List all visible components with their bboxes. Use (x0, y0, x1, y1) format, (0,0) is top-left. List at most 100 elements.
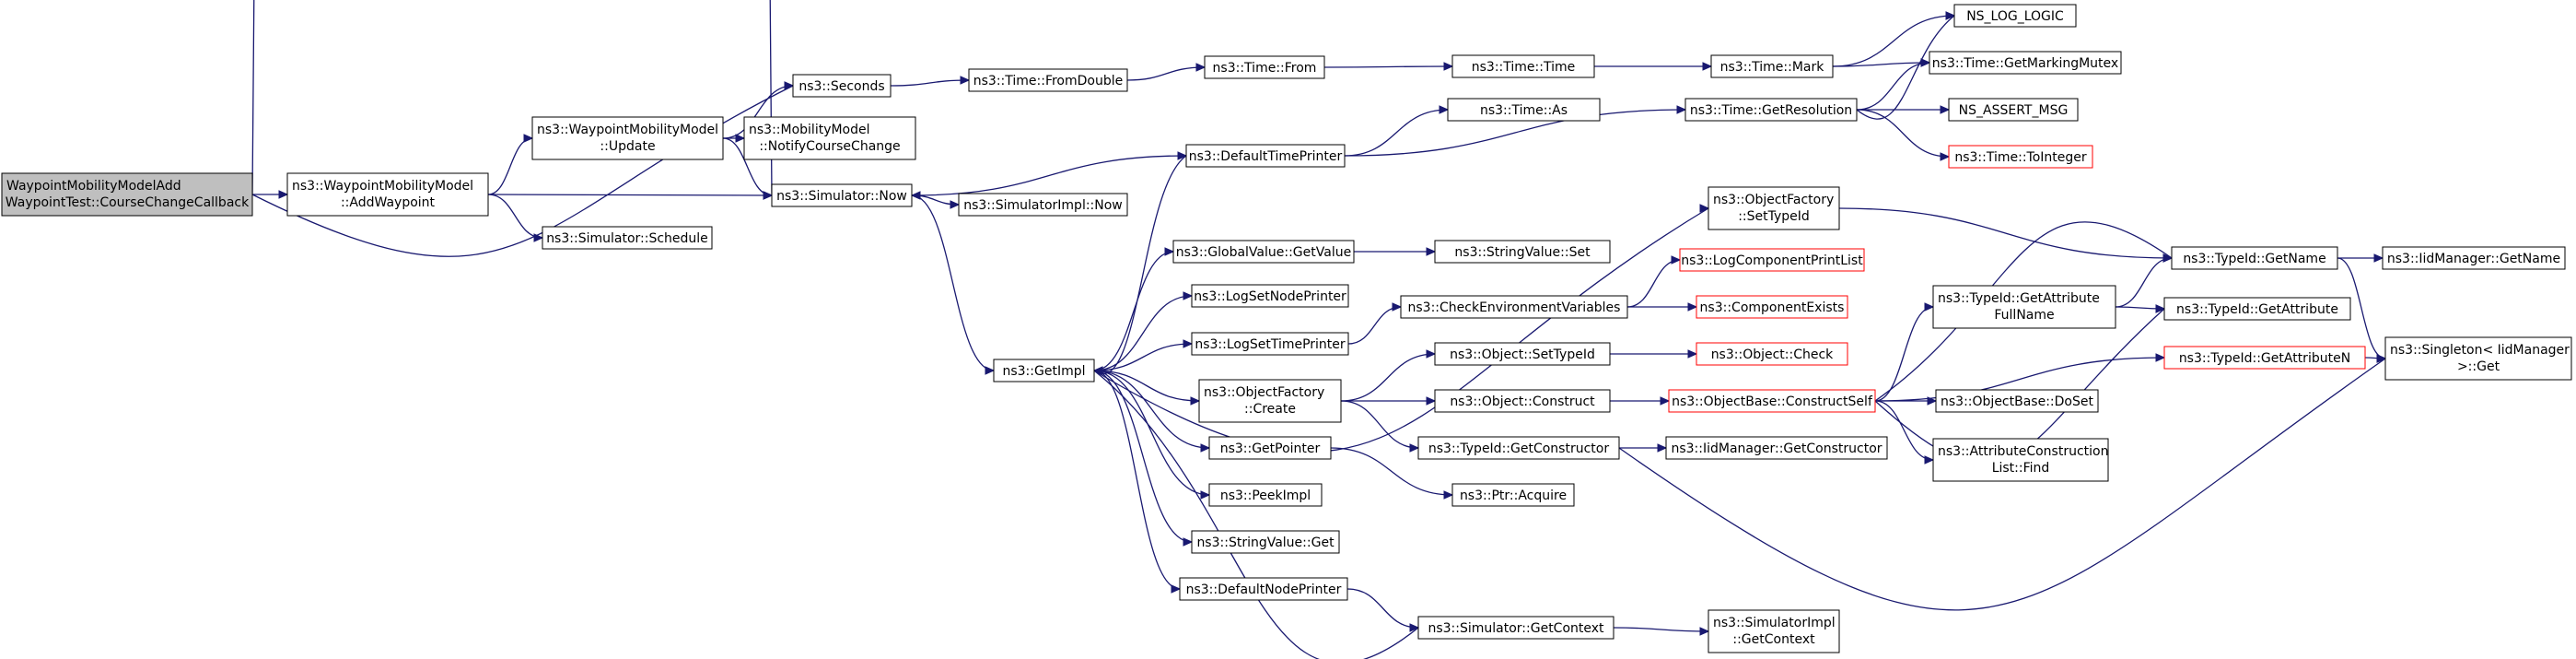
node-label: ns3::WaypointMobilityModel (292, 179, 473, 194)
node-getpointer[interactable]: ns3::GetPointer (1208, 436, 1332, 460)
node-doset[interactable]: ns3::ObjectBase::DoSet (1935, 389, 2099, 413)
node-objcheck[interactable]: ns3::Object::Check (1696, 342, 1848, 366)
node-fromdouble[interactable]: ns3::Time::FromDouble (968, 68, 1128, 92)
node-getcontext[interactable]: ns3::Simulator::GetContext (1417, 616, 1614, 640)
node-label: List::Find (1992, 461, 2050, 476)
node-update[interactable]: ns3::WaypointMobilityModel::Update (531, 116, 724, 160)
node-label: ns3::IidManager::GetName (2387, 252, 2560, 266)
node-box (2382, 246, 2566, 270)
node-box (771, 183, 913, 207)
node-tointeger[interactable]: ns3::Time::ToInteger (1948, 145, 2093, 169)
node-label: ns3::GetPointer (1220, 441, 1321, 456)
node-label: ns3::Time::Mark (1720, 60, 1825, 75)
edge-ofsettypeid-to-tidgetname (1838, 207, 2173, 259)
arrowhead (1409, 443, 1420, 453)
arrowhead (2373, 253, 2384, 263)
node-timefrom[interactable]: ns3::Time::From (1204, 55, 1325, 79)
node-defaultnode[interactable]: ns3::DefaultNodePrinter (1179, 577, 1348, 601)
node-getattrn[interactable]: ns3::TypeId::GetAttributeN (2163, 346, 2366, 370)
node-box (1696, 342, 1848, 366)
node-ofcreate[interactable]: ns3::ObjectFactory::Create (1198, 379, 1342, 423)
edge-getimpl-to-svget (1093, 370, 1193, 543)
node-getattr[interactable]: ns3::TypeId::GetAttribute (2163, 297, 2351, 321)
node-defaulttime[interactable]: ns3::DefaultTimePrinter (1185, 144, 1346, 168)
node-label: ns3::GetImpl (1002, 364, 1085, 379)
node-logprint[interactable]: ns3::LogComponentPrintList (1679, 248, 1865, 272)
node-label: >::Get (2457, 359, 2500, 374)
node-box (1204, 55, 1325, 79)
call-nodes: WaypointMobilityModelAddWaypointTest::Co… (1, 4, 2572, 653)
node-setobjtypeid[interactable]: ns3::Object::SetTypeId (1434, 342, 1611, 366)
node-label: ns3::ObjectBase::DoSet (1941, 394, 2093, 409)
edge-checkenv-to-logprint (1626, 259, 1681, 308)
node-box (1208, 436, 1332, 460)
edge-getres-to-nslog (1856, 15, 1955, 120)
edge-getattrfull-to-tidgetname (2115, 257, 2173, 308)
arrowhead (1920, 58, 1931, 67)
node-acquire[interactable]: ns3::Ptr::Acquire (1451, 483, 1575, 507)
edge-getpointer-to-acquire (1330, 447, 1453, 496)
node-getimpl[interactable]: ns3::GetImpl (993, 359, 1095, 382)
node-timetime[interactable]: ns3::Time::Time (1451, 54, 1595, 78)
node-gvget[interactable]: ns3::GlobalValue::GetValue (1172, 240, 1355, 264)
node-iidgetctor[interactable]: ns3::IidManager::GetConstructor (1665, 436, 1888, 460)
node-svset[interactable]: ns3::StringValue::Set (1434, 240, 1611, 264)
node-label: ns3::TypeId::GetConstructor (1428, 441, 1609, 456)
node-lognode[interactable]: ns3::LogSetNodePrinter (1191, 284, 1349, 308)
arrowhead (1940, 152, 1951, 161)
node-getctor[interactable]: ns3::TypeId::GetConstructor (1417, 436, 1620, 460)
node-box (993, 359, 1095, 382)
arrowhead (1092, 366, 1103, 375)
arrowhead (2376, 354, 2387, 363)
node-timemark[interactable]: ns3::Time::Mark (1710, 54, 1834, 78)
edge-timefrom-to-timetime (1323, 65, 1453, 68)
edge-fromdouble-to-timefrom (1126, 66, 1206, 81)
node-singleton[interactable]: ns3::Singleton< IidManager>::Get (2384, 336, 2572, 381)
node-label: NS_ASSERT_MSG (1959, 103, 2069, 118)
node-addwp[interactable]: ns3::WaypointMobilityModel::AddWaypoint (286, 172, 489, 217)
arrowhead (1183, 537, 1194, 547)
node-box (1185, 144, 1346, 168)
node-box (1929, 51, 2122, 75)
node-label: WaypointMobilityModelAdd (6, 179, 181, 194)
node-now[interactable]: ns3::Simulator::Now (771, 183, 913, 207)
node-label: ::Create (1244, 402, 1296, 417)
arrowhead (1940, 105, 1951, 114)
node-ofsettypeid[interactable]: ns3::ObjectFactory::SetTypeId (1708, 186, 1840, 230)
node-seconds[interactable]: ns3::Seconds (792, 74, 892, 98)
node-simimplnow[interactable]: ns3::SimulatorImpl::Now (958, 193, 1128, 217)
node-nslog[interactable]: NS_LOG_LOGIC (1953, 4, 2077, 28)
node-peekimpl[interactable]: ns3::PeekImpl (1208, 483, 1323, 507)
node-construct[interactable]: ns3::Object::Construct (1434, 389, 1611, 413)
edge-getimpl-to-getpointer (1093, 370, 1210, 449)
node-label: ::AddWaypoint (341, 195, 436, 210)
node-constructself[interactable]: ns3::ObjectBase::ConstructSelf (1668, 389, 1876, 413)
node-box (1400, 295, 1628, 319)
arrowhead (2155, 353, 2166, 362)
node-timeas[interactable]: ns3::Time::As (1447, 98, 1601, 122)
node-root[interactable]: WaypointMobilityModelAddWaypointTest::Co… (1, 172, 253, 217)
node-schedule[interactable]: ns3::Simulator::Schedule (542, 226, 713, 250)
node-label: NS_LOG_LOGIC (1966, 9, 2064, 24)
node-box (1434, 389, 1611, 413)
arrowhead (278, 190, 289, 199)
node-getres[interactable]: ns3::Time::GetResolution (1684, 98, 1858, 122)
node-checkenv[interactable]: ns3::CheckEnvironmentVariables (1400, 295, 1628, 319)
node-box (1679, 248, 1865, 272)
node-tidgetname[interactable]: ns3::TypeId::GetName (2171, 246, 2338, 270)
node-notify[interactable]: ns3::MobilityModel::NotifyCourseChange (743, 116, 916, 160)
node-label: ns3::CheckEnvironmentVariables (1408, 300, 1621, 315)
node-svget[interactable]: ns3::StringValue::Get (1191, 530, 1340, 554)
node-label: ns3::Time::GetResolution (1690, 103, 1852, 118)
node-compexists[interactable]: ns3::ComponentExists (1696, 295, 1848, 319)
node-logtime[interactable]: ns3::LogSetTimePrinter (1191, 332, 1349, 356)
node-getmutex[interactable]: ns3::Time::GetMarkingMutex (1929, 51, 2122, 75)
node-label: ::Update (600, 139, 655, 154)
node-label: ns3::Simulator::Schedule (546, 231, 708, 246)
node-nsassert[interactable]: NS_ASSERT_MSG (1948, 98, 2079, 122)
node-simimplctx[interactable]: ns3::SimulatorImpl::GetContext (1708, 609, 1840, 653)
arrowhead (1409, 623, 1420, 632)
node-iidgetname[interactable]: ns3::IidManager::GetName (2382, 246, 2566, 270)
